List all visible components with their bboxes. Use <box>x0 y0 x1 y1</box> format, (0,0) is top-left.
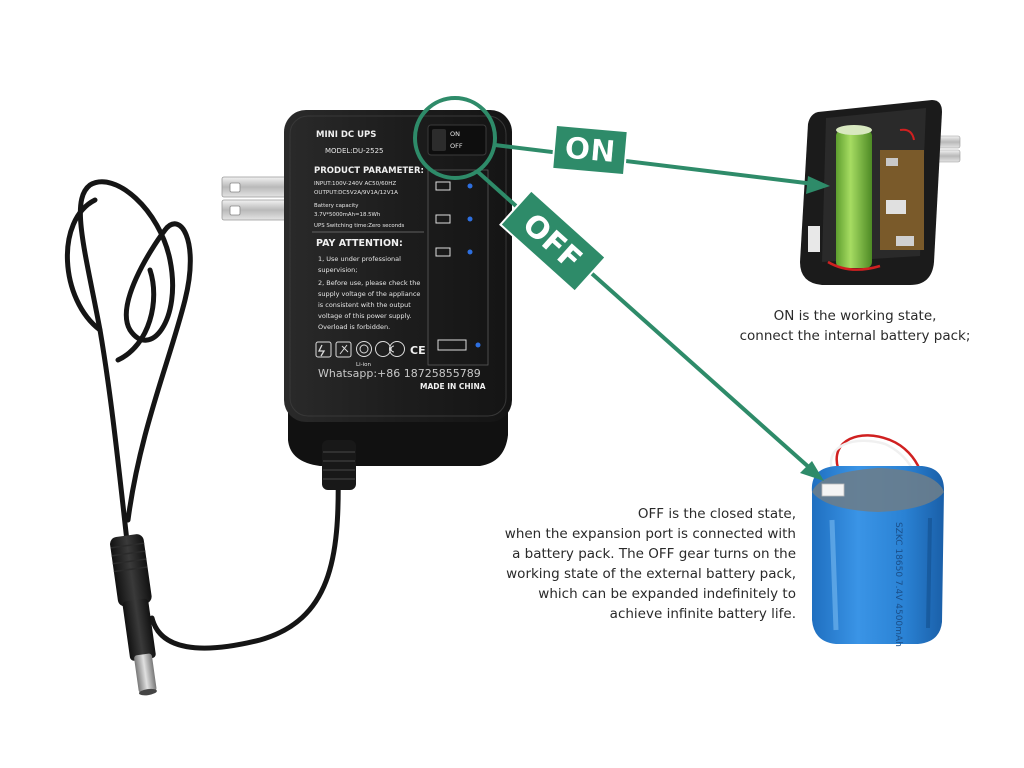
battery-side-print: SZKC 18650 7.4V 4500mAh <box>893 522 903 647</box>
attention-line: is consistent with the output <box>318 301 411 309</box>
switch-off-label: OFF <box>450 142 463 150</box>
attention-line: voltage of this power supply. <box>318 312 411 320</box>
switch-highlight-circle <box>413 96 497 180</box>
attention-line: 1, Use under professional <box>318 255 401 263</box>
external-battery-photo: SZKC 18650 7.4V 4500mAh <box>811 434 944 647</box>
model-line: MODEL:DU-2525 <box>325 147 383 155</box>
on-caption-line: connect the internal battery pack; <box>739 328 971 344</box>
switch-time-line: UPS Switching time:Zero seconds <box>314 223 405 229</box>
on-tag-text: ON <box>563 131 616 170</box>
off-caption-line: a battery pack. The OFF gear turns on th… <box>512 546 796 562</box>
made-in-line: MADE IN CHINA <box>420 382 486 391</box>
dc-cable <box>65 179 341 651</box>
attention-line: Overload is forbidden. <box>318 323 390 331</box>
attention-title: PAY ATTENTION: <box>316 238 403 249</box>
off-caption: OFF is the closed state, when the expans… <box>440 504 796 624</box>
on-caption: ON is the working state, connect the int… <box>700 306 1010 346</box>
whatsapp-line: Whatsapp:+86 18725855789 <box>318 367 481 380</box>
output-line: OUTPUT:DC5V2A/9V1A/12V1A <box>314 190 398 196</box>
on-tag: ON <box>551 123 629 177</box>
input-line: INPUT:100V-240V AC50/60HZ <box>314 181 396 187</box>
switch-on-label: ON <box>450 130 460 138</box>
off-caption-line: working state of the external battery pa… <box>506 566 796 582</box>
strain-relief <box>322 440 356 490</box>
on-caption-line: ON is the working state, <box>773 308 937 324</box>
liion-label: Li-ion <box>356 362 371 368</box>
off-caption-line: which can be expanded indefinitely to <box>538 586 796 602</box>
ups-adapter: ON OFF MINI DC UPS MODEL:DU-2525 PRODUCT… <box>221 110 512 490</box>
brand-line: MINI DC UPS <box>316 130 376 140</box>
ac-prongs <box>221 176 295 221</box>
battery-line-1: Battery capacity <box>314 203 359 209</box>
ce-mark: CE <box>410 344 426 357</box>
internal-battery-photo <box>800 100 961 285</box>
certification-icons <box>315 341 405 358</box>
on-arrow <box>494 143 830 194</box>
off-caption-line: achieve infinite battery life. <box>609 606 796 622</box>
off-caption-line: OFF is the closed state, <box>637 506 796 522</box>
param-title: PRODUCT PARAMETER: <box>314 166 424 176</box>
attention-line: supervision; <box>318 266 357 274</box>
dc-barrel-plug <box>110 534 157 696</box>
attention-line: 2, Before use, please check the <box>318 279 420 287</box>
attention-line: supply voltage of the appliance <box>318 290 420 298</box>
battery-line-2: 3.7V*5000mAh=18.5Wh <box>314 212 380 218</box>
off-caption-line: when the expansion port is connected wit… <box>504 526 796 542</box>
